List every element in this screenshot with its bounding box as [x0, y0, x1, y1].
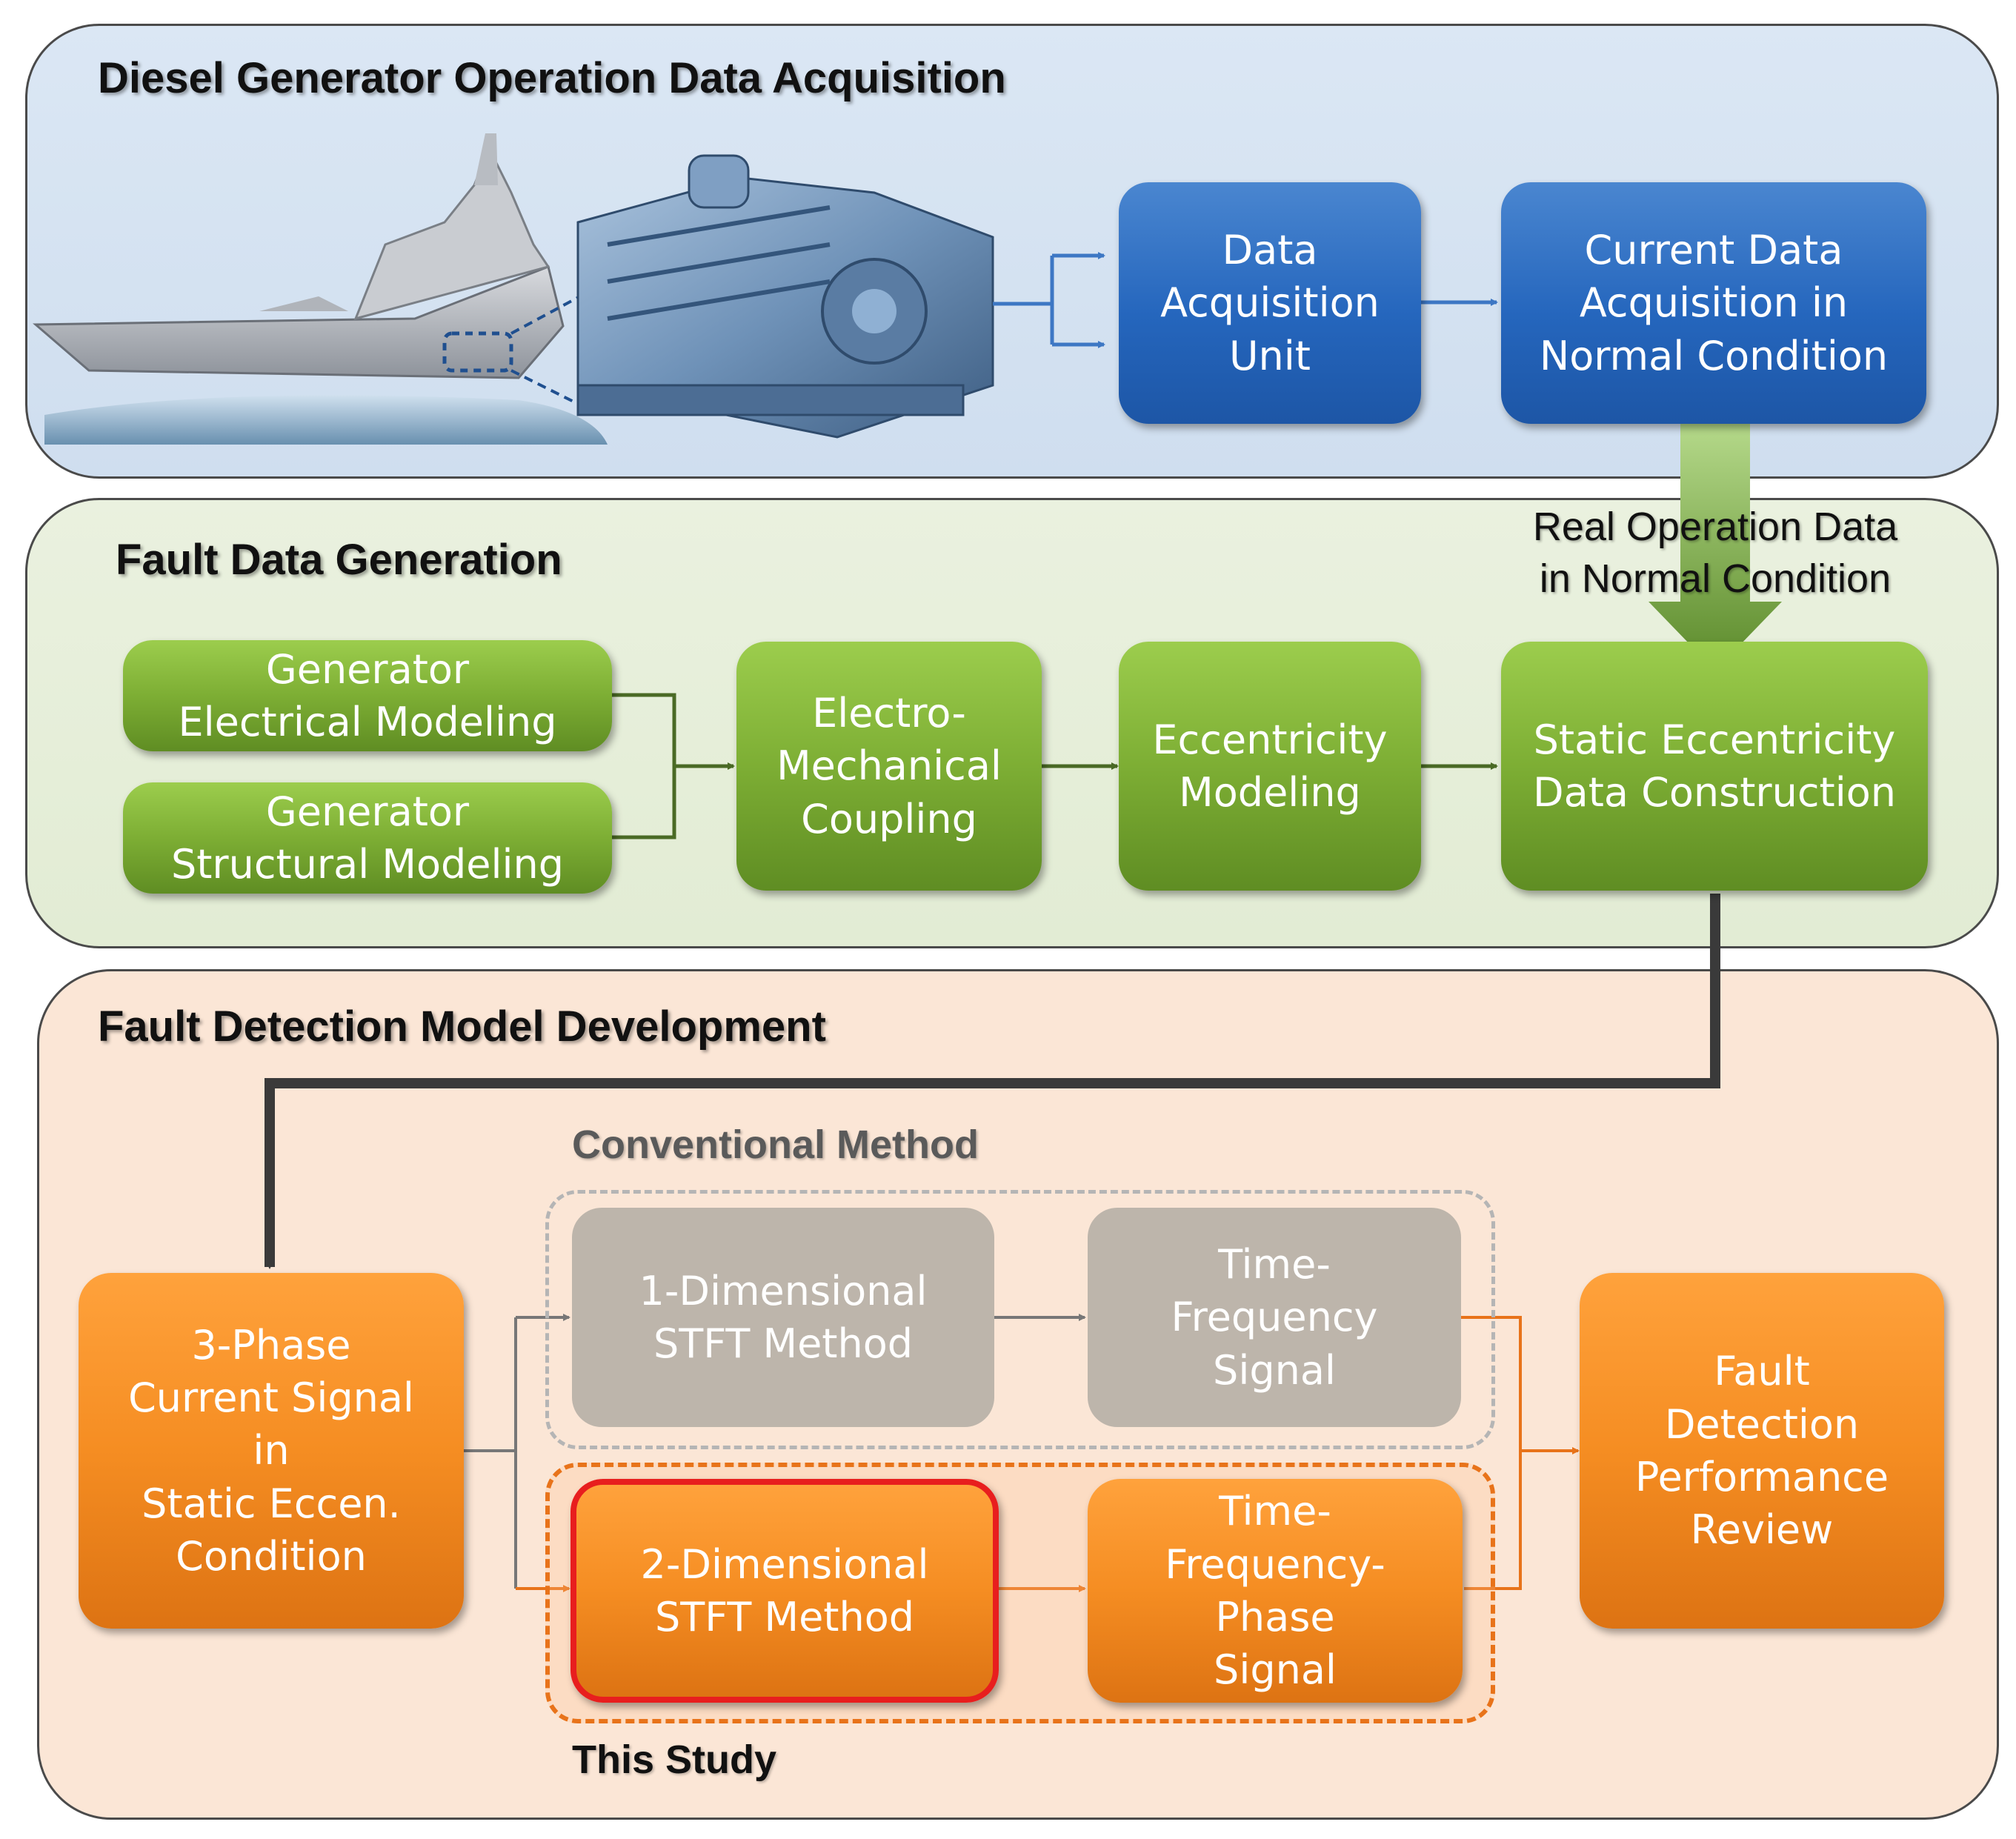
time-frequency-phase-box: Time- Frequency- Phase Signal	[1088, 1479, 1463, 1703]
acquisition-panel-title: Diesel Generator Operation Data Acquisit…	[98, 54, 1006, 102]
big-down-arrow	[1649, 424, 1782, 671]
two-dim-stft-box: 2-Dimensional STFT Method	[570, 1479, 999, 1703]
coupling-box: Electro- Mechanical Coupling	[736, 642, 1042, 891]
warship-icon	[33, 133, 608, 445]
current-data-acquisition-box: Current Data Acquisition in Normal Condi…	[1501, 182, 1926, 424]
generation-panel-title: Fault Data Generation	[116, 536, 562, 584]
structural-modeling-box: Generator Structural Modeling	[123, 782, 612, 894]
real-operation-note: Real Operation Data in Normal Condition	[1532, 505, 1898, 602]
time-frequency-box: Time- Frequency Signal	[1088, 1208, 1461, 1427]
detection-panel-title: Fault Detection Model Development	[98, 1002, 826, 1051]
conventional-method-group	[545, 1190, 1495, 1449]
three-phase-signal-box: 3-Phase Current Signal in Static Eccen. …	[79, 1273, 464, 1629]
eccentricity-modeling-box: Eccentricity Modeling	[1119, 642, 1421, 891]
data-acquisition-unit-box: Data Acquisition Unit	[1119, 182, 1421, 424]
diesel-engine-icon	[576, 154, 994, 439]
static-eccentricity-box: Static Eccentricity Data Construction	[1501, 642, 1928, 891]
conventional-method-label: Conventional Method	[572, 1123, 979, 1167]
arrow-to-3phase	[265, 894, 1720, 1269]
this-study-label: This Study	[572, 1737, 777, 1782]
performance-review-box: Fault Detection Performance Review	[1580, 1273, 1944, 1629]
electrical-modeling-box: Generator Electrical Modeling	[123, 640, 612, 751]
one-dim-stft-box: 1-Dimensional STFT Method	[572, 1208, 994, 1427]
